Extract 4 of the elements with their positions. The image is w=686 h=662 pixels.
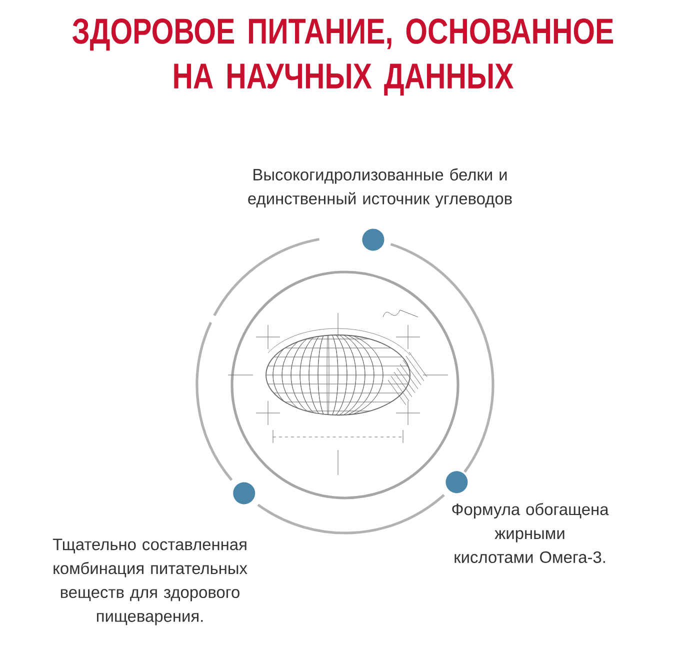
feature-text: Высокогидролизованные белки и единственный источник углеводов [248,168,512,208]
title: ЗДОРОВОЕ ПИТАНИЕ, ОСНОВАННОЕ НА НАУЧНЫХ ДАННЫХ [72,18,614,96]
feature-text: Формула обогащена жирными кислотами Омега-3. [452,502,609,563]
feature-text: Тщательно составленная комбинация питательных веществ для здорового пищеварения. [52,538,248,626]
